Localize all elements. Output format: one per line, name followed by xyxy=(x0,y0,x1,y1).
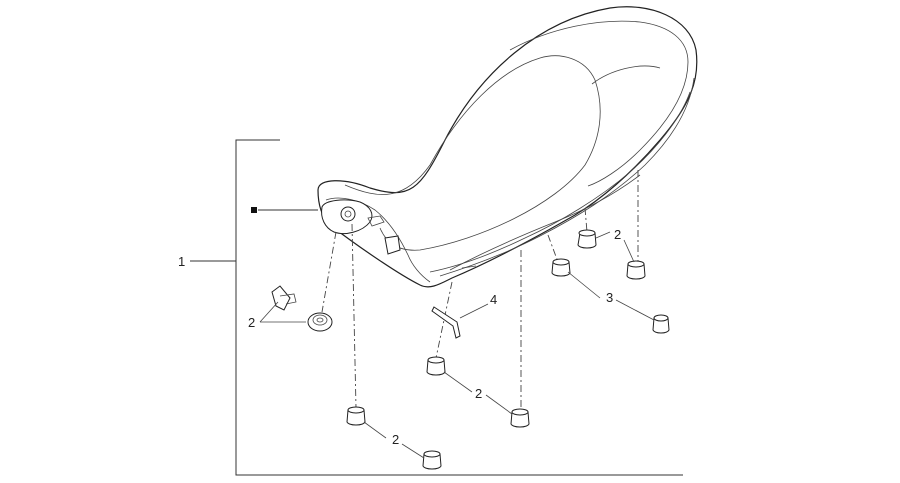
callout-assembly: 1 xyxy=(178,254,185,269)
callout-bumper-bottom: 2 xyxy=(392,432,399,447)
bumper-grommet xyxy=(346,406,366,426)
hex-key-tool xyxy=(431,306,461,339)
seat-cushion xyxy=(317,6,698,288)
bumper-round xyxy=(307,312,333,332)
callout-pad: 3 xyxy=(606,290,613,305)
latch-lock-icon xyxy=(340,206,356,222)
seat-pad xyxy=(652,314,670,334)
bumper-grommet xyxy=(577,229,597,249)
leader-lines xyxy=(259,231,655,459)
bumper-grommet xyxy=(422,450,442,470)
bumper-grommet xyxy=(551,258,571,277)
reference-marker-square xyxy=(251,207,257,213)
bumper-grommet xyxy=(626,260,646,280)
callout-key: 4 xyxy=(490,292,497,307)
callout-bumper-right-top: 2 xyxy=(614,227,621,242)
bumper-grommet xyxy=(426,356,446,376)
bumper-grommet xyxy=(510,408,530,428)
assembly-bracket xyxy=(190,139,683,476)
latch-bracket xyxy=(384,235,401,255)
alignment-lines xyxy=(321,170,639,410)
callout-bumper-left: 2 xyxy=(248,315,255,330)
callout-labels: 1 2 2 3 4 2 2 xyxy=(178,227,621,447)
callout-bumper-middle: 2 xyxy=(475,386,482,401)
bumper-clip xyxy=(271,285,297,311)
